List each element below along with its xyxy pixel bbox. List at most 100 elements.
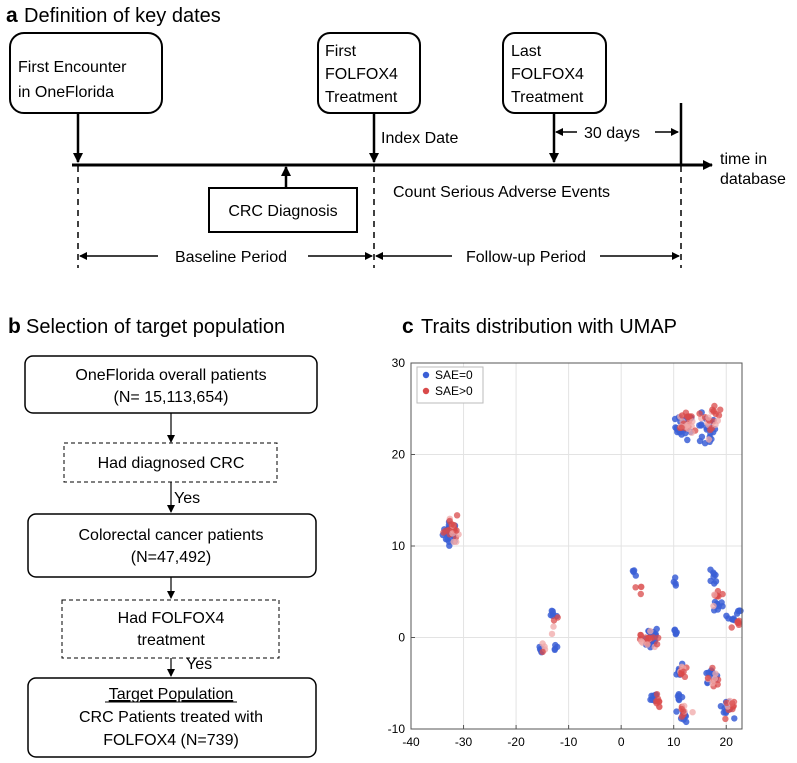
y-tick-label: 10 bbox=[392, 539, 406, 553]
point-sae-zero bbox=[712, 571, 719, 579]
criterion-folfox-line2: treatment bbox=[137, 632, 205, 649]
last-folfox-line2: FOLFOX4 bbox=[511, 66, 584, 83]
point-sae-positive bbox=[719, 590, 726, 598]
point-sae-positive bbox=[710, 602, 717, 610]
followup-period-label: Follow-up Period bbox=[466, 249, 586, 266]
point-sae-positive bbox=[632, 584, 639, 591]
last-folfox-box bbox=[502, 32, 607, 114]
point-sae-zero bbox=[697, 422, 705, 429]
criterion-folfox-line1: Had FOLFOX4 bbox=[118, 610, 225, 627]
criterion-crc-label: Had diagnosed CRC bbox=[98, 455, 245, 472]
point-sae-positive bbox=[714, 681, 721, 688]
point-sae-positive bbox=[647, 627, 654, 635]
point-sae-positive bbox=[637, 632, 644, 639]
point-sae-positive bbox=[653, 698, 660, 705]
point-sae-zero bbox=[725, 615, 732, 622]
point-sae-positive bbox=[450, 538, 457, 546]
point-sae-positive bbox=[638, 583, 645, 591]
first-encounter-line1: First Encounter bbox=[18, 59, 127, 76]
crc-patients-line2: (N=47,492) bbox=[131, 549, 212, 566]
overall-patients-line1: OneFlorida overall patients bbox=[75, 367, 266, 384]
point-sae-zero bbox=[549, 610, 557, 617]
y-tick-label: 20 bbox=[392, 448, 406, 462]
point-sae-zero bbox=[719, 603, 726, 610]
point-sae-positive bbox=[548, 630, 556, 638]
point-sae-positive bbox=[550, 617, 558, 624]
point-sae-zero bbox=[671, 415, 679, 423]
point-sae-positive bbox=[704, 674, 712, 682]
point-sae-zero bbox=[632, 572, 639, 579]
point-sae-positive bbox=[453, 527, 460, 534]
panel-a-title: Definition of key dates bbox=[24, 5, 221, 27]
point-sae-positive bbox=[450, 521, 458, 529]
point-sae-positive bbox=[649, 634, 657, 641]
first-folfox-line1: First bbox=[325, 43, 357, 60]
panel-c-letter: c bbox=[402, 315, 414, 338]
thirty-days-label: 30 days bbox=[584, 125, 640, 142]
panel-b: b Selection of target population OneFlor… bbox=[8, 315, 318, 758]
point-sae-positive bbox=[653, 691, 661, 698]
time-label-line2: database bbox=[720, 171, 786, 188]
thirty-days-bg bbox=[577, 122, 655, 142]
y-tick-label: 30 bbox=[392, 356, 406, 370]
point-sae-positive bbox=[714, 417, 721, 424]
target-population-line3: FOLFOX4 (N=739) bbox=[103, 732, 239, 749]
point-sae-positive bbox=[712, 670, 719, 677]
point-sae-positive bbox=[539, 648, 546, 656]
legend-marker bbox=[422, 387, 430, 395]
y-tick-label: -10 bbox=[388, 722, 406, 736]
legend-label: SAE=0 bbox=[435, 368, 473, 382]
point-sae-zero bbox=[648, 692, 655, 699]
point-sae-positive bbox=[711, 675, 718, 682]
point-sae-positive bbox=[686, 413, 693, 420]
point-sae-zero bbox=[711, 580, 718, 587]
time-label-line1: time in bbox=[720, 151, 767, 168]
point-sae-positive bbox=[653, 641, 661, 648]
point-sae-positive bbox=[550, 623, 557, 630]
crc-diagnosis-label: CRC Diagnosis bbox=[228, 203, 337, 220]
plot-points bbox=[439, 402, 744, 726]
first-encounter-line2: in OneFlorida bbox=[18, 84, 114, 101]
point-sae-zero bbox=[673, 708, 680, 715]
point-sae-positive bbox=[678, 713, 686, 720]
panel-a-letter: a bbox=[6, 4, 18, 27]
panel-c: c Traits distribution with UMAP -40-30-2… bbox=[388, 315, 744, 749]
point-sae-zero bbox=[698, 433, 706, 440]
point-sae-zero bbox=[554, 643, 561, 651]
followup-bg bbox=[452, 245, 600, 267]
point-sae-positive bbox=[442, 527, 449, 534]
point-sae-zero bbox=[717, 703, 725, 710]
point-sae-positive bbox=[729, 700, 736, 707]
target-population-heading: Target Population bbox=[109, 686, 234, 703]
point-sae-positive bbox=[639, 639, 646, 646]
point-sae-positive bbox=[711, 402, 718, 410]
yes-label-1: Yes bbox=[174, 490, 200, 507]
point-sae-positive bbox=[678, 705, 685, 713]
x-tick-label: -30 bbox=[455, 735, 473, 749]
point-sae-zero bbox=[671, 626, 679, 633]
first-encounter-box bbox=[9, 32, 163, 114]
baseline-bg bbox=[158, 245, 308, 267]
yes-label-2: Yes bbox=[186, 656, 212, 673]
x-tick-label: 20 bbox=[720, 735, 734, 749]
x-tick-label: -20 bbox=[507, 735, 525, 749]
point-sae-positive bbox=[642, 634, 649, 641]
point-sae-positive bbox=[696, 410, 703, 417]
legend-label: SAE>0 bbox=[435, 384, 473, 398]
panel-b-title: Selection of target population bbox=[26, 316, 285, 338]
point-sae-positive bbox=[681, 673, 689, 680]
point-sae-positive bbox=[453, 512, 461, 519]
point-sae-positive bbox=[711, 591, 718, 598]
first-folfox-line3: Treatment bbox=[325, 89, 398, 106]
point-sae-zero bbox=[684, 436, 691, 444]
x-tick-label: -10 bbox=[560, 735, 578, 749]
point-sae-positive bbox=[722, 715, 729, 723]
point-sae-zero bbox=[737, 607, 744, 614]
index-date-label: Index Date bbox=[381, 130, 458, 147]
point-sae-positive bbox=[446, 517, 453, 525]
panel-a: a Definition of key dates First Encounte… bbox=[6, 4, 786, 268]
last-folfox-line3: Treatment bbox=[511, 89, 584, 106]
